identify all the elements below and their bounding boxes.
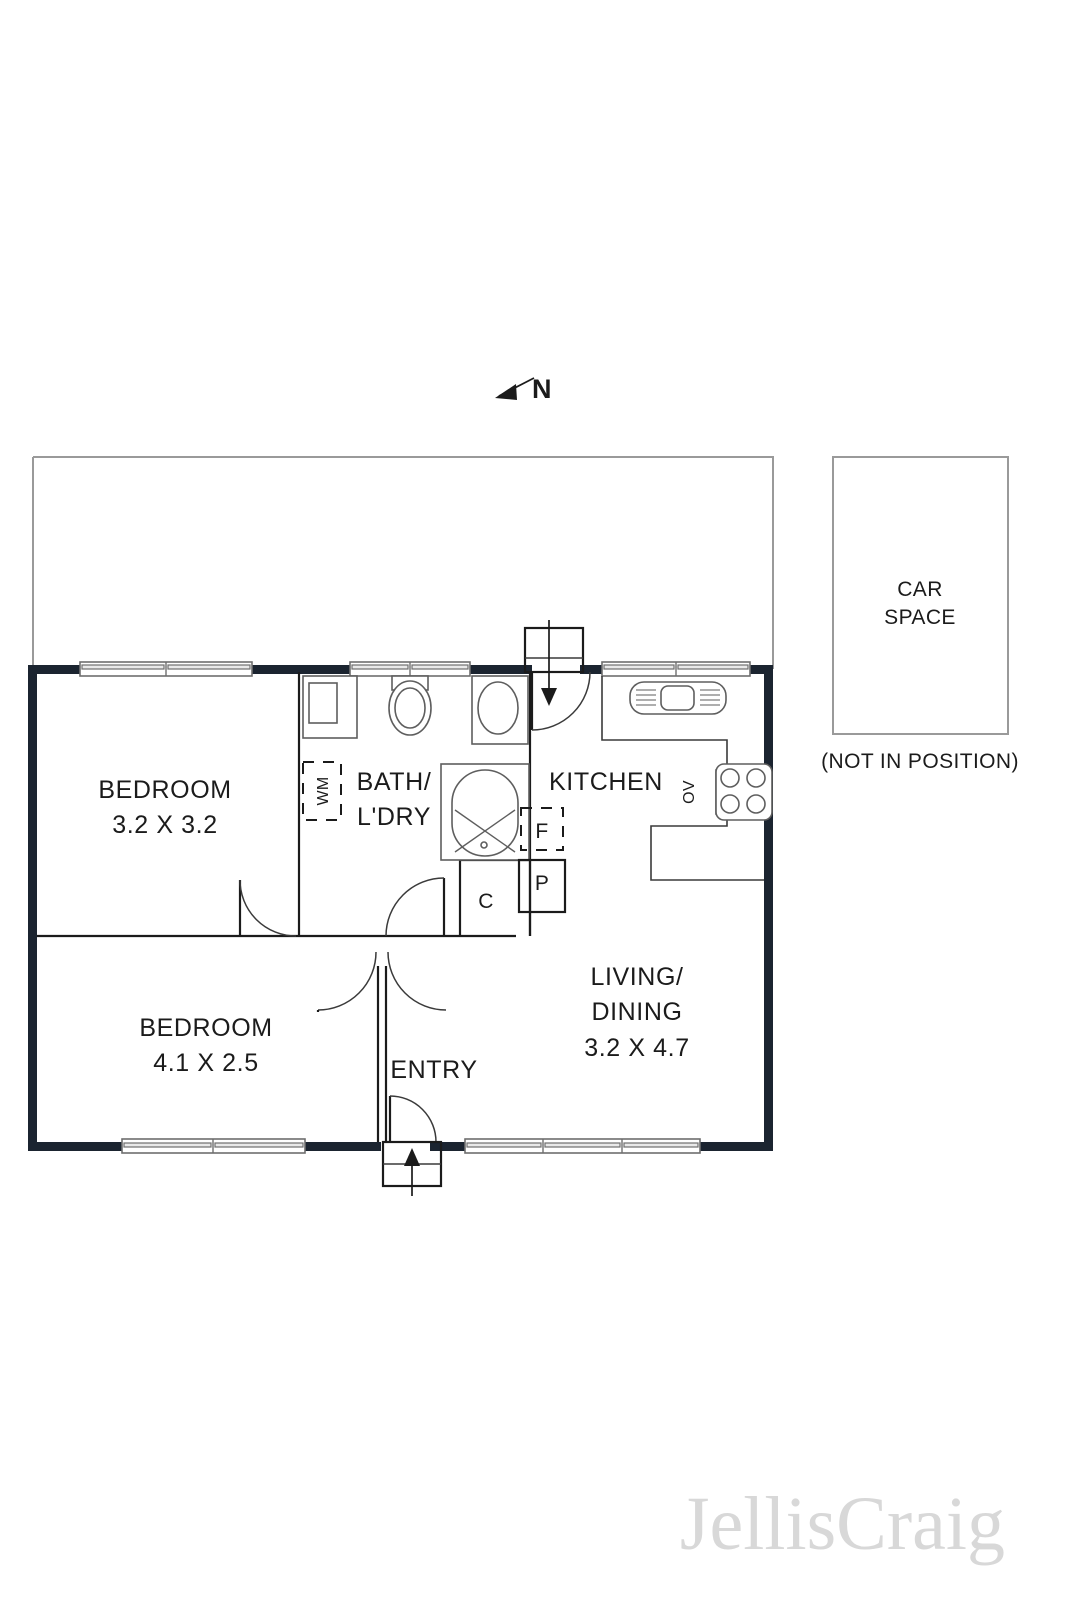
pantry-label: P — [535, 872, 549, 895]
window-group-bottom — [121, 1138, 701, 1154]
fridge-label: F — [535, 820, 548, 843]
door-bathroom — [385, 877, 446, 937]
window-kitchen — [601, 661, 751, 677]
car-space-note: (NOT IN POSITION) — [821, 750, 1019, 773]
window-group-top — [79, 661, 751, 677]
cupboard-label: C — [478, 890, 493, 913]
window-bedroom-2 — [121, 1138, 306, 1154]
room-labels: BEDROOM 3.2 X 3.2 BATH/ L'DRY KITCHEN LI… — [98, 768, 689, 1084]
washing-machine-label: WM — [315, 776, 332, 805]
basin-bowl — [477, 681, 519, 735]
car-space-label-line1: CAR — [897, 578, 943, 601]
site-boundary — [32, 456, 774, 669]
exterior-walls — [28, 665, 773, 1151]
cooktop — [715, 763, 773, 821]
bedroom-1-dims: 3.2 X 3.2 — [112, 811, 217, 839]
bath-tub — [451, 769, 519, 857]
door-bedroom-1 — [238, 879, 297, 937]
north-label: N — [532, 374, 552, 404]
window-bedroom-1 — [79, 661, 253, 677]
fridge-box — [520, 807, 564, 851]
bedroom-1-name: BEDROOM — [98, 776, 231, 804]
window-bathroom — [349, 661, 471, 677]
interior-walls — [37, 672, 534, 1142]
door-living-hall — [387, 951, 447, 1011]
entry-name: ENTRY — [390, 1056, 477, 1084]
kitchen-fixtures: OV F P C — [478, 676, 773, 914]
living-dining-name-line2: DINING — [591, 998, 682, 1026]
door-bedroom-2 — [316, 951, 377, 1012]
washing-machine-box — [302, 761, 342, 821]
living-dining-dims: 3.2 X 4.7 — [584, 1034, 689, 1062]
kitchen-sink — [629, 681, 727, 715]
pantry-box — [517, 858, 567, 914]
bathroom-fixtures: WM — [302, 675, 530, 861]
north-arrow-icon: N — [495, 374, 552, 404]
bedroom-2-name: BEDROOM — [139, 1014, 272, 1042]
bedroom-2-dims: 4.1 X 2.5 — [153, 1049, 258, 1077]
door-swings — [238, 620, 591, 1196]
bath-laundry-name-line1: BATH/ — [357, 768, 432, 796]
door-back-entry — [523, 620, 591, 731]
jellis-craig-logo: JellisCraig — [679, 1482, 1005, 1566]
car-space-box: CAR SPACE (NOT IN POSITION) — [821, 456, 1019, 773]
car-space-label-line2: SPACE — [884, 606, 956, 629]
oven-label: OV — [681, 780, 698, 804]
door-entry — [381, 1095, 443, 1196]
window-living-dining — [464, 1138, 701, 1154]
bath-laundry-name-line2: L'DRY — [357, 803, 431, 831]
kitchen-name: KITCHEN — [549, 768, 663, 796]
living-dining-name-line1: LIVING/ — [590, 963, 683, 991]
